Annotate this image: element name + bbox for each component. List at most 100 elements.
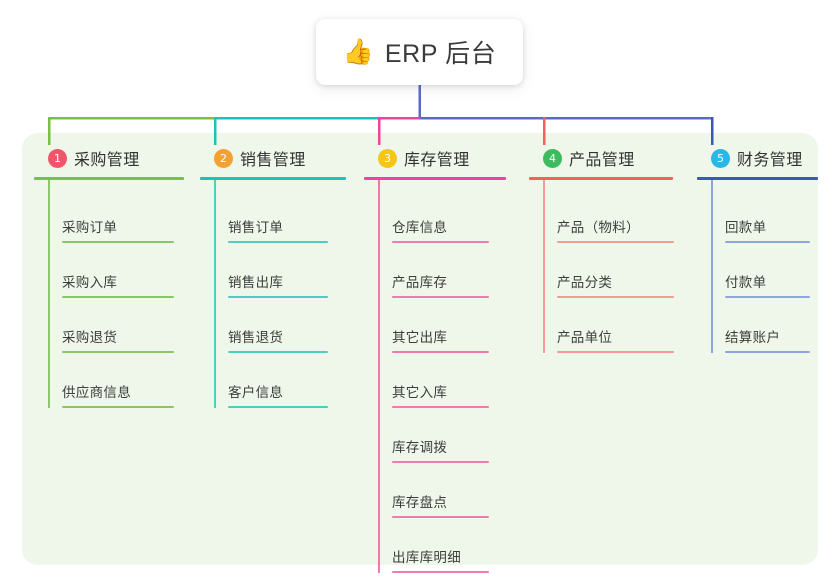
leaf-item[interactable]: 结算账户: [711, 298, 818, 353]
branch-title: 采购管理: [74, 152, 140, 169]
leaf-label: 销售退货: [228, 330, 284, 345]
leaf-label: 库存调拨: [392, 440, 448, 455]
branch-number-badge: 2: [214, 148, 233, 168]
leaf-item[interactable]: 产品单位: [543, 298, 674, 353]
leaf-underline: [392, 461, 489, 463]
leaf-label: 产品单位: [557, 330, 613, 345]
leaf-label: 仓库信息: [392, 220, 448, 235]
leaf-underline: [228, 241, 328, 243]
branch-number-badge: 5: [711, 148, 730, 168]
branch-title: 库存管理: [404, 152, 470, 169]
leaf-label: 产品分类: [557, 275, 613, 290]
branch-title: 销售管理: [240, 152, 306, 169]
branch-underline: [364, 177, 506, 180]
leaf-list: 销售订单销售出库销售退货客户信息: [200, 180, 346, 408]
leaf-item[interactable]: 客户信息: [214, 353, 346, 408]
branch-column-4: 4 产品管理产品（物料） 产品分类产品单位: [529, 146, 674, 353]
branch-title: 产品管理: [569, 152, 635, 169]
leaf-list: 回款单付款单结算账户: [697, 180, 818, 353]
leaf-underline: [392, 516, 489, 518]
leaf-item[interactable]: 产品分类: [543, 243, 674, 298]
leaf-underline: [392, 241, 489, 243]
branch-column-1: 1 采购管理采购订单采购入库采购退货供应商信息: [34, 146, 184, 408]
leaf-underline: [62, 406, 174, 408]
leaf-label: 产品（物料）: [557, 220, 640, 235]
branch-underline: [529, 177, 673, 180]
leaf-item[interactable]: 销售出库: [214, 243, 346, 298]
leaf-item[interactable]: 采购入库: [48, 243, 184, 298]
diagram-background-panel: [22, 133, 818, 565]
leaf-underline: [725, 296, 810, 298]
branch-underline: [34, 177, 184, 180]
leaf-underline: [557, 351, 674, 353]
leaf-label: 出库库明细: [392, 550, 461, 565]
leaf-list: 采购订单采购入库采购退货供应商信息: [34, 180, 184, 408]
leaf-item[interactable]: 销售订单: [214, 180, 346, 243]
branch-number-badge: 1: [48, 148, 67, 168]
leaf-item[interactable]: 库存调拨: [378, 408, 506, 463]
leaf-underline: [392, 351, 489, 353]
branch-number-badge: 3: [378, 148, 397, 168]
leaf-underline: [557, 241, 674, 243]
leaf-label: 销售出库: [228, 275, 284, 290]
leaf-item[interactable]: 仓库信息: [378, 180, 506, 243]
leaf-item[interactable]: 产品（物料）: [543, 180, 674, 243]
leaf-list: 产品（物料） 产品分类产品单位: [529, 180, 674, 353]
leaf-item[interactable]: 回款单: [711, 180, 818, 243]
leaf-underline: [557, 296, 674, 298]
branch-header-3[interactable]: 3 库存管理: [364, 146, 506, 170]
leaf-item[interactable]: 其它入库: [378, 353, 506, 408]
leaf-item[interactable]: 其它出库: [378, 298, 506, 353]
leaf-underline: [228, 406, 328, 408]
leaf-underline: [228, 296, 328, 298]
leaf-label: 销售订单: [228, 220, 284, 235]
leaf-label: 回款单: [725, 220, 767, 235]
leaf-item[interactable]: 产品库存: [378, 243, 506, 298]
leaf-label: 产品库存: [392, 275, 448, 290]
root-node[interactable]: 👍 ERP 后台: [316, 19, 523, 85]
leaf-label: 采购退货: [62, 330, 118, 345]
leaf-item[interactable]: 出库库明细: [378, 518, 506, 573]
leaf-item[interactable]: 采购订单: [48, 180, 184, 243]
leaf-underline: [725, 241, 810, 243]
leaf-underline: [62, 296, 174, 298]
leaf-item[interactable]: 采购退货: [48, 298, 184, 353]
branch-underline: [200, 177, 346, 180]
branch-column-5: 5 财务管理回款单付款单结算账户: [697, 146, 818, 353]
leaf-item[interactable]: 销售退货: [214, 298, 346, 353]
leaf-underline: [392, 571, 489, 573]
leaf-label: 客户信息: [228, 385, 284, 400]
leaf-label: 库存盘点: [392, 495, 448, 510]
leaf-label: 结算账户: [725, 330, 781, 345]
branch-title: 财务管理: [737, 152, 803, 169]
leaf-item[interactable]: 供应商信息: [48, 353, 184, 408]
leaf-label: 采购订单: [62, 220, 118, 235]
leaf-list: 仓库信息产品库存其它出库其它入库库存调拨库存盘点出库库明细: [364, 180, 506, 573]
leaf-underline: [228, 351, 328, 353]
branch-column-3: 3 库存管理仓库信息产品库存其它出库其它入库库存调拨库存盘点出库库明细: [364, 146, 506, 573]
leaf-item[interactable]: 库存盘点: [378, 463, 506, 518]
branch-header-1[interactable]: 1 采购管理: [34, 146, 184, 170]
branch-number-badge: 4: [543, 148, 562, 168]
leaf-underline: [725, 351, 810, 353]
branch-header-5[interactable]: 5 财务管理: [697, 146, 818, 170]
leaf-underline: [392, 296, 489, 298]
leaf-stem-line: [543, 180, 545, 353]
root-title: ERP 后台: [384, 40, 497, 68]
leaf-item[interactable]: 付款单: [711, 243, 818, 298]
leaf-label: 其它出库: [392, 330, 448, 345]
leaf-label: 其它入库: [392, 385, 448, 400]
leaf-stem-line: [48, 180, 50, 408]
leaf-label: 付款单: [725, 275, 767, 290]
leaf-stem-line: [214, 180, 216, 408]
leaf-stem-line: [378, 180, 380, 573]
branch-header-4[interactable]: 4 产品管理: [529, 146, 673, 170]
branch-header-2[interactable]: 2 销售管理: [200, 146, 346, 170]
leaf-underline: [62, 351, 174, 353]
branch-underline: [697, 177, 818, 180]
leaf-underline: [392, 406, 489, 408]
leaf-label: 采购入库: [62, 275, 118, 290]
leaf-label: 供应商信息: [62, 385, 131, 400]
leaf-underline: [62, 241, 174, 243]
